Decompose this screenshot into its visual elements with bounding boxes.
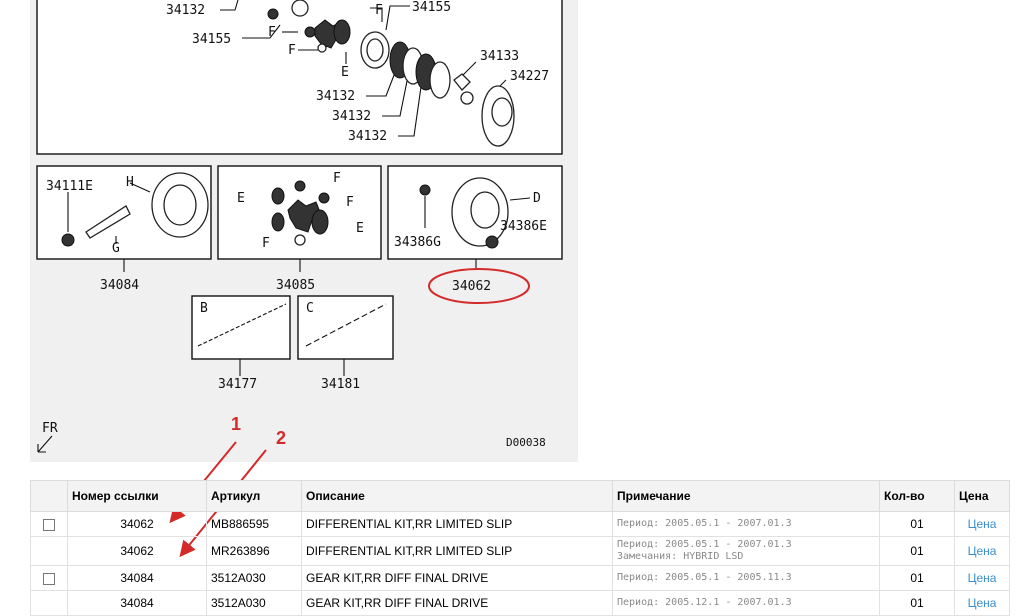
note-period: Период: 2005.05.1 - 2007.01.3 [617, 518, 792, 529]
label-34132-c: 34132 [348, 129, 387, 144]
label-e-b2: E [356, 221, 364, 236]
label-f-1: F [375, 3, 383, 18]
row-select-cell [30, 565, 68, 591]
article-cell: 3512A030 [206, 565, 302, 591]
ref-cell: 34084 [67, 565, 207, 591]
label-34111e: 34111E [46, 179, 93, 194]
label-34155-left: 34155 [192, 32, 231, 47]
header-ref: Номер ссылки [67, 480, 207, 512]
row-checkbox[interactable] [43, 572, 55, 585]
article-cell: 3512A030 [206, 590, 302, 616]
note-period: Период: 2005.12.1 - 2007.01.3 [617, 597, 792, 608]
note-period: Период: 2005.05.1 - 2005.11.3 [617, 572, 792, 583]
article-cell: MR263896 [206, 536, 302, 566]
qty-cell: 01 [879, 565, 955, 591]
label-diagram-code: D00038 [506, 436, 546, 449]
price-cell: Цена [954, 590, 1010, 616]
label-d: D [533, 191, 541, 206]
article-cell: MB886595 [206, 511, 302, 537]
ref-cell: 34062 [67, 536, 207, 566]
note-cell: Период: 2005.05.1 - 2005.11.3 [612, 565, 880, 591]
price-cell: Цена [954, 536, 1010, 566]
label-f-3: F [288, 43, 296, 58]
table-row: 34084 3512A030 GEAR KIT,RR DIFF FINAL DR… [30, 565, 1010, 591]
row-checkbox[interactable] [43, 518, 55, 531]
header-article: Артикул [206, 480, 302, 512]
price-link[interactable]: Цена [967, 571, 997, 585]
label-34227: 34227 [510, 69, 549, 84]
exploded-view-drawing: 34132 34155 34155 F F F E 34133 34227 34… [36, 0, 563, 453]
desc-cell: GEAR KIT,RR DIFF FINAL DRIVE [301, 590, 613, 616]
row-select-cell [30, 590, 68, 616]
label-34084: 34084 [100, 278, 139, 293]
row-select-cell [30, 511, 68, 537]
note-cell: Период: 2005.05.1 - 2007.01.3 Замечания:… [612, 536, 880, 566]
label-h: H [126, 175, 134, 190]
price-link[interactable]: Цена [967, 544, 997, 558]
label-e-b1: E [237, 191, 245, 206]
box-34181 [297, 295, 394, 360]
desc-cell: GEAR KIT,RR DIFF FINAL DRIVE [301, 565, 613, 591]
table-row: 34084 3512A030 GEAR KIT,RR DIFF FINAL DR… [30, 590, 1010, 616]
label-f-b1: F [333, 171, 341, 186]
label-f-2: F [268, 25, 276, 40]
label-34062: 34062 [452, 279, 491, 294]
header-note: Примечание [612, 480, 880, 512]
label-g: G [112, 241, 120, 256]
label-e-main: E [341, 65, 349, 80]
header-select [30, 480, 68, 512]
note-remark: Замечания: HYBRID LSD [617, 551, 744, 562]
label-34181: 34181 [321, 377, 360, 392]
table-row: 34062 MB886595 DIFFERENTIAL KIT,RR LIMIT… [30, 511, 1010, 537]
label-b: B [200, 301, 208, 316]
price-cell: Цена [954, 511, 1010, 537]
qty-cell: 01 [879, 511, 955, 537]
price-cell: Цена [954, 565, 1010, 591]
header-qty: Кол-во [879, 480, 955, 512]
ref-cell: 34062 [67, 511, 207, 537]
header-price: Цена [954, 480, 1010, 512]
label-f-b2: F [346, 195, 354, 210]
desc-cell: DIFFERENTIAL KIT,RR LIMITED SLIP [301, 536, 613, 566]
label-34085: 34085 [276, 278, 315, 293]
parts-table: Номер ссылки Артикул Описание Примечание… [30, 480, 1010, 616]
label-fr: FR [42, 421, 58, 436]
label-34132-top: 34132 [166, 3, 205, 18]
label-34133: 34133 [480, 49, 519, 64]
table-header-row: Номер ссылки Артикул Описание Примечание… [30, 480, 1010, 512]
note-cell: Период: 2005.05.1 - 2007.01.3 [612, 511, 880, 537]
note-cell: Период: 2005.12.1 - 2007.01.3 [612, 590, 880, 616]
ref-cell: 34084 [67, 590, 207, 616]
row-select-cell [30, 536, 68, 566]
price-link[interactable]: Цена [967, 596, 997, 610]
box-34177 [191, 295, 291, 360]
qty-cell: 01 [879, 536, 955, 566]
note-period: Период: 2005.05.1 - 2007.01.3 [617, 539, 792, 550]
price-link[interactable]: Цена [967, 517, 997, 531]
table-row: 34062 MR263896 DIFFERENTIAL KIT,RR LIMIT… [30, 536, 1010, 566]
highlight-ellipse [428, 268, 530, 304]
assembly-box [36, 0, 563, 155]
label-34132-a: 34132 [316, 89, 355, 104]
label-c: C [306, 301, 314, 316]
desc-cell: DIFFERENTIAL KIT,RR LIMITED SLIP [301, 511, 613, 537]
label-34155-top: 34155 [412, 0, 451, 15]
header-desc: Описание [301, 480, 613, 512]
label-34132-b: 34132 [332, 109, 371, 124]
qty-cell: 01 [879, 590, 955, 616]
label-34177: 34177 [218, 377, 257, 392]
parts-diagram: 34132 34155 34155 F F F E 34133 34227 34… [30, 0, 578, 462]
label-34386g: 34386G [394, 235, 441, 250]
label-f-b3: F [262, 236, 270, 251]
label-34386e: 34386E [500, 219, 547, 234]
